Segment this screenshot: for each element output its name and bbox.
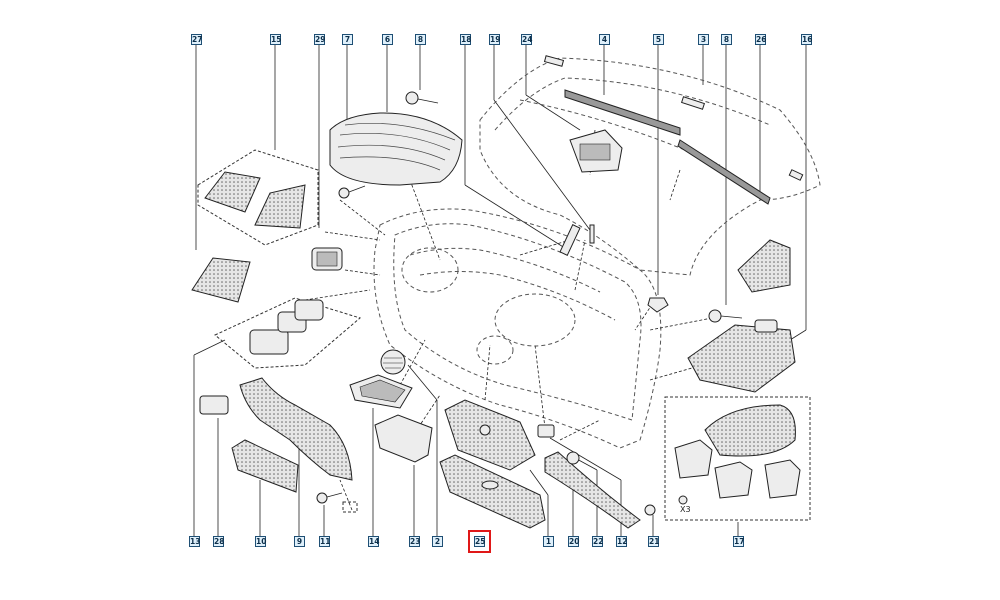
quantity-note: X3 <box>680 505 691 514</box>
bracket-group-part-17: X3 <box>664 396 811 521</box>
tray-part-23 <box>374 414 433 463</box>
lower-trim-part-9 <box>239 377 353 481</box>
callout-27[interactable]: 27 <box>191 34 203 45</box>
callout-18[interactable]: 18 <box>460 34 472 45</box>
callout-1[interactable]: 1 <box>543 536 554 547</box>
screw-cluster <box>338 185 366 199</box>
callout-14[interactable]: 14 <box>368 536 380 547</box>
callout-3[interactable]: 3 <box>698 34 709 45</box>
callout-11[interactable]: 11 <box>319 536 331 547</box>
callout-9[interactable]: 9 <box>294 536 305 547</box>
top-vent-slots <box>543 55 804 181</box>
callout-6[interactable]: 6 <box>382 34 393 45</box>
callout-21[interactable]: 21 <box>648 536 660 547</box>
callout-25-highlighted[interactable]: 25 <box>468 530 491 553</box>
callout-8-right[interactable]: 8 <box>721 34 732 45</box>
defrost-strip-part-4 <box>564 89 771 205</box>
callout-4[interactable]: 4 <box>599 34 610 45</box>
lower-panel-part-10 <box>231 439 299 493</box>
callout-7[interactable]: 7 <box>342 34 353 45</box>
callout-12[interactable]: 12 <box>616 536 628 547</box>
trim-strip-part-20 <box>544 451 641 529</box>
callout-23[interactable]: 23 <box>409 536 421 547</box>
callout-26[interactable]: 26 <box>755 34 767 45</box>
callout-2[interactable]: 2 <box>432 536 443 547</box>
callout-24[interactable]: 24 <box>521 34 533 45</box>
bottom-leader-lines <box>193 339 739 536</box>
tray-part-14 <box>349 374 413 409</box>
instrument-cluster-part-6 <box>329 112 463 186</box>
speaker-grille-group-part-15 <box>197 149 319 246</box>
callout-20[interactable]: 20 <box>568 536 580 547</box>
screw-part-11 <box>316 492 358 513</box>
small-switch <box>537 424 555 438</box>
glovebox-lid <box>444 399 536 471</box>
callout-13[interactable]: 13 <box>189 536 201 547</box>
clip-part-21 <box>644 504 656 516</box>
clip-part-5 <box>647 297 669 313</box>
clip-part-22 <box>566 451 580 465</box>
callout-19[interactable]: 19 <box>489 34 501 45</box>
vent-part-29 <box>311 247 343 271</box>
callout-5[interactable]: 5 <box>653 34 664 45</box>
round-vent <box>380 349 406 375</box>
top-leader-lines <box>195 45 807 341</box>
screw-part-8-right <box>708 309 743 323</box>
callout-15[interactable]: 15 <box>270 34 282 45</box>
callout-16[interactable]: 16 <box>801 34 813 45</box>
screw-part-8 <box>405 91 439 105</box>
switch-part-13 <box>199 395 229 415</box>
speaker-grille-part-27 <box>191 257 251 303</box>
stalk-part-18-19 <box>559 224 595 256</box>
dashboard-frame-ghost <box>373 208 662 449</box>
callout-22[interactable]: 22 <box>592 536 604 547</box>
center-vent-part-24 <box>569 129 623 173</box>
callout-17[interactable]: 17 <box>733 536 745 547</box>
cover-part-16 <box>687 319 796 393</box>
glovebox-door-part-25 <box>439 454 546 529</box>
speaker-grille-part-26 <box>737 239 791 293</box>
callout-10[interactable]: 10 <box>255 536 267 547</box>
callout-28[interactable]: 28 <box>213 536 225 547</box>
callout-8[interactable]: 8 <box>415 34 426 45</box>
vents-group <box>214 297 362 369</box>
callout-29[interactable]: 29 <box>314 34 326 45</box>
